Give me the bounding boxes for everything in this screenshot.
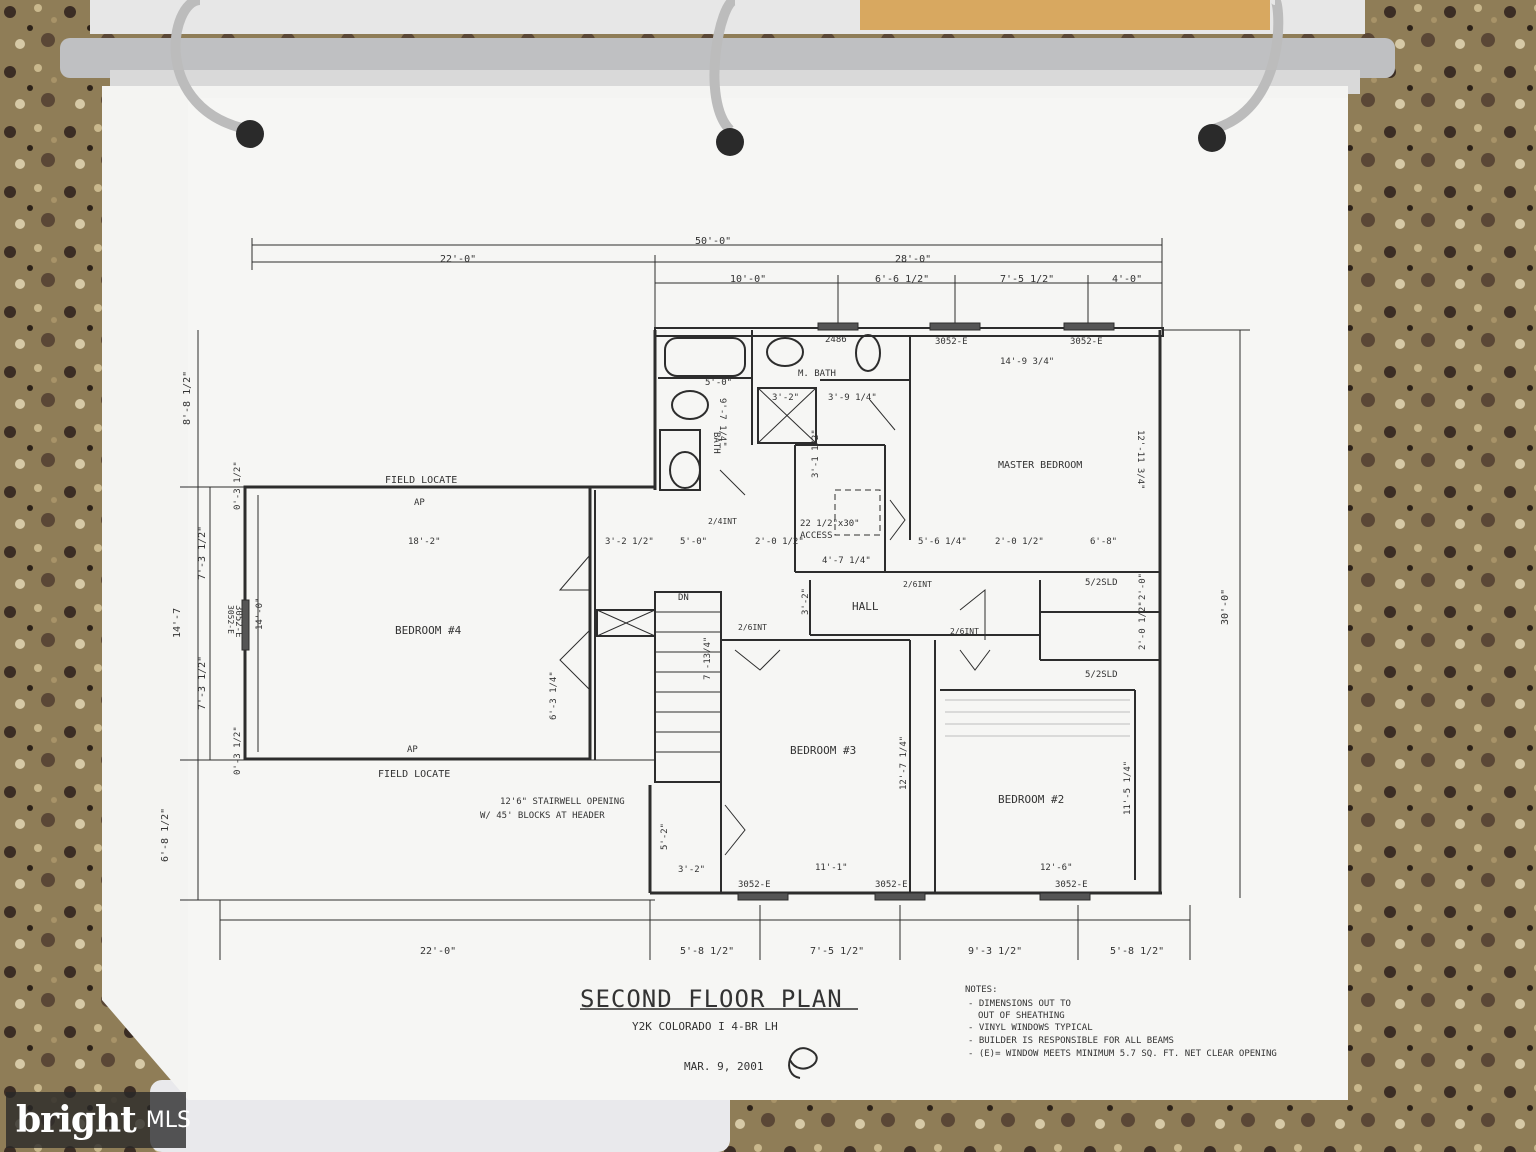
mls-watermark: bright MLS — [6, 1092, 191, 1148]
bed2-h: 11'-5 1/4" — [1123, 761, 1133, 815]
stair-note-1: 12'6" STAIRWELL OPENING — [500, 797, 625, 807]
dim-bottom-left: 22'-0" — [420, 946, 456, 957]
dim-bottom-seg3: 9'-3 1/2" — [968, 946, 1022, 957]
ap-bot: AP — [407, 745, 418, 755]
room-mbath: M. BATH — [798, 369, 836, 379]
mbath-dim-2: 3'-9 1/4" — [828, 393, 877, 403]
room-bed3: BEDROOM #3 — [790, 744, 856, 757]
hall-dim-4: 5'-6 1/4" — [918, 537, 967, 547]
room-master: MASTER BEDROOM — [998, 460, 1082, 471]
mbath-dim-1: 3'-2" — [772, 393, 799, 403]
bed4-h: 14'-0" — [255, 597, 265, 630]
floor-plan-drawing — [180, 238, 1250, 1079]
dim-top-seg3: 7'-5 1/2" — [1000, 274, 1054, 285]
stair-h: 5'-2" — [660, 823, 670, 850]
bed2-w: 12'-6" — [1040, 863, 1073, 873]
ring-hole-right — [1198, 124, 1226, 152]
plan-subtitle: Y2K COLORADO I 4-BR LH — [632, 1020, 778, 1033]
paper-sheet — [188, 98, 1348, 1100]
folder-tab — [860, 0, 1270, 30]
window-label-2: 3052-E — [1070, 337, 1103, 347]
dim-top-left: 22'-0" — [440, 254, 476, 265]
binder-rings — [170, 0, 1284, 135]
field-locate-top: FIELD LOCATE — [385, 475, 457, 486]
note-3: - VINYL WINDOWS TYPICAL — [968, 1023, 1093, 1033]
door-label-d: 2/6INT — [950, 627, 979, 636]
stair-dim: 7'-13/4" — [703, 637, 713, 680]
master-w: 14'-9 3/4" — [1000, 357, 1054, 367]
ring-hole-center — [716, 128, 744, 156]
bath-w: 5'-0" — [705, 378, 732, 388]
stair-w: 3'-2" — [678, 865, 705, 875]
stair-note-2: W/ 45' BLOCKS AT HEADER — [480, 811, 605, 821]
dim-left-3: 14'-7 — [172, 608, 183, 638]
door-label-2486: 2486 — [825, 335, 847, 345]
dim-top-seg4: 4'-0" — [1112, 274, 1142, 285]
door-label-a: 2/4INT — [708, 517, 737, 526]
bath-h: 9'-7 1/4" — [717, 398, 727, 447]
dim-left-2: 7'-3 1/2" — [197, 526, 208, 580]
window-label-1: 3052-E — [935, 337, 968, 347]
room-bath: BATH — [711, 432, 721, 454]
dim-top-overall: 50'-0" — [695, 236, 731, 247]
notes-heading: NOTES: — [965, 985, 998, 995]
bed3-w: 11'-1" — [815, 863, 848, 873]
room-bed4: BEDROOM #4 — [395, 624, 462, 637]
plan-date: MAR. 9, 2001 — [684, 1060, 763, 1073]
bed4-closet-dim: 6'-3 1/4" — [549, 671, 559, 720]
window-label-4: 3052-E — [875, 880, 908, 890]
slider-label-2: 5/2SLD — [1085, 670, 1118, 680]
hall-dim-5: 2'-0 1/2" — [995, 537, 1044, 547]
dim-left-4: 7'-3 1/2" — [197, 656, 208, 710]
dim-bottom-seg4: 5'-8 1/2" — [1110, 946, 1164, 957]
dim-left-5: 6'-8 1/2" — [160, 808, 171, 862]
room-hall: HALL — [852, 600, 879, 613]
dim-right-overall: 30'-0" — [1220, 589, 1231, 625]
dim-top-seg1: 10'-0" — [730, 274, 766, 285]
window-label-6: 3052-E — [233, 605, 243, 638]
watermark-suffix: MLS — [145, 1107, 191, 1133]
note-2: OUT OF SHEATHING — [978, 1011, 1065, 1021]
bed4-top-dim: 0'-3 1/2" — [233, 461, 243, 510]
down-label: DN — [678, 593, 689, 603]
window-label-left: 3052-E — [226, 605, 235, 634]
hall-dim-6: 6'-8" — [1090, 537, 1117, 547]
side-dim-2: 2'-0 1/2" — [1138, 601, 1148, 650]
hall-dim-3: 2'-0 1/2" — [755, 537, 804, 547]
window-label-5: 3052-E — [1055, 880, 1088, 890]
access-size: 22 1/2"x30" — [800, 519, 860, 529]
binder-spine — [60, 38, 1395, 78]
hall-w: 3'-2" — [801, 588, 811, 615]
closet-dim: 4'-7 1/4" — [822, 556, 871, 566]
hall-dim-1: 3'-2 1/2" — [605, 537, 654, 547]
ap-top: AP — [414, 498, 425, 508]
watermark-brand: bright — [16, 1099, 137, 1141]
bed3-h: 12'-7 1/4" — [899, 736, 909, 790]
slider-label-1: 5/2SLD — [1085, 578, 1118, 588]
hall-dim-3b: 3'-1 1/2" — [811, 429, 821, 478]
dim-bottom-seg1: 5'-8 1/2" — [680, 946, 734, 957]
plan-title: SECOND FLOOR PLAN — [580, 985, 843, 1013]
note-5: - (E)= WINDOW MEETS MINIMUM 5.7 SQ. FT. … — [968, 1049, 1277, 1059]
bed4-w: 18'-2" — [408, 537, 441, 547]
note-1: - DIMENSIONS OUT TO — [968, 999, 1071, 1009]
dim-top-seg2: 6'-6 1/2" — [875, 274, 929, 285]
dim-left-1: 8'-8 1/2" — [182, 371, 193, 425]
hall-dim-2: 5'-0" — [680, 537, 707, 547]
dim-bottom-seg2: 7'-5 1/2" — [810, 946, 864, 957]
door-label-b: 2/6INT — [738, 623, 767, 632]
field-locate-bot: FIELD LOCATE — [378, 769, 450, 780]
master-h: 12'-11 3/4" — [1135, 430, 1145, 490]
ring-hole-left — [236, 120, 264, 148]
bed4-bot-dim: 0'-3 1/2" — [233, 726, 243, 775]
dim-top-right: 28'-0" — [895, 254, 931, 265]
room-access: ACCESS — [800, 531, 833, 541]
window-label-3: 3052-E — [738, 880, 771, 890]
floor-plan-labels: 50'-0" 22'-0" 28'-0" 10'-0" 6'-6 1/2" 7'… — [160, 236, 1277, 1073]
door-label-c: 2/6INT — [903, 580, 932, 589]
note-4: - BUILDER IS RESPONSIBLE FOR ALL BEAMS — [968, 1036, 1174, 1046]
room-bed2: BEDROOM #2 — [998, 793, 1064, 806]
side-dim-1: 2'-0" — [1138, 573, 1148, 600]
